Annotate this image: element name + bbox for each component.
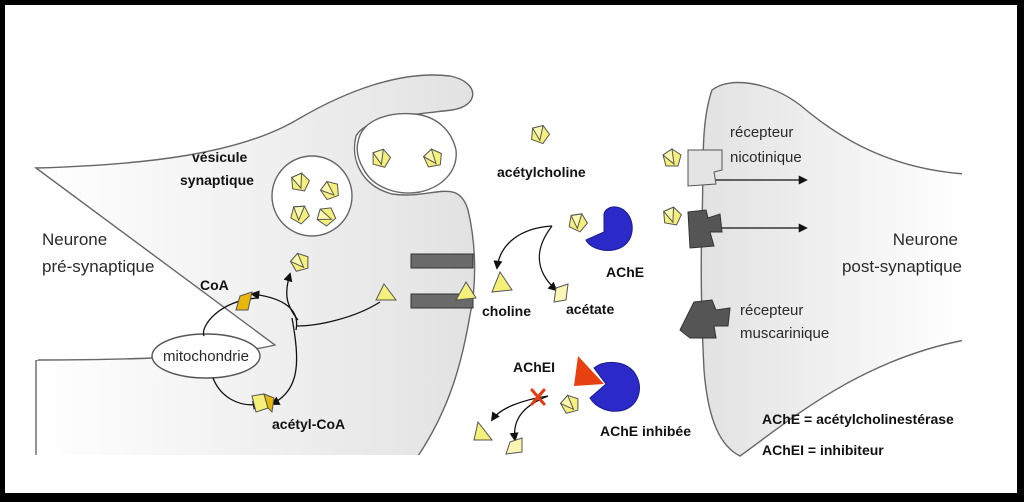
presynaptic-neuron bbox=[33, 74, 476, 457]
acetylcholine-molecule-icon bbox=[531, 124, 551, 145]
achei-label: AChEI bbox=[513, 359, 555, 375]
muscarinic-label: muscarinique bbox=[740, 325, 829, 342]
acetyl-coa-label: acétyl-CoA bbox=[272, 416, 345, 432]
choline-triangle-icon bbox=[375, 283, 397, 301]
enzyme-inhibited-icon bbox=[589, 362, 640, 412]
nicotinic-label: nicotinique bbox=[730, 149, 802, 166]
acetylcholine-molecules bbox=[289, 124, 682, 414]
mitochondria-label: mitochondrie bbox=[163, 348, 249, 365]
acetate-icon bbox=[553, 283, 569, 303]
choline-triangle-icon bbox=[455, 281, 477, 301]
acetylcholine-molecule-icon bbox=[662, 148, 682, 167]
synaptic-vesicle bbox=[271, 155, 353, 237]
acetylcholine-molecule-icon bbox=[289, 252, 309, 272]
nicotinic-label: récepteur bbox=[730, 124, 793, 141]
muscarinic-receptor-icon bbox=[687, 209, 723, 249]
acetylcholine-molecule-icon bbox=[372, 148, 392, 168]
vesicle-label: synaptique bbox=[180, 172, 254, 188]
ache-label: AChE bbox=[606, 264, 644, 280]
acetate-molecules bbox=[505, 283, 569, 455]
acetylcholine-molecule-icon bbox=[568, 213, 589, 233]
acetylcholine-molecule-icon bbox=[662, 206, 682, 226]
acetylcholine-molecule-icon bbox=[422, 148, 442, 168]
choline-triangle-icon bbox=[473, 420, 494, 441]
choline-transporter bbox=[410, 253, 474, 309]
ache-inhibited-label: AChE inhibée bbox=[600, 423, 691, 439]
muscarinic-label: récepteur bbox=[740, 302, 803, 319]
acetylcholine-molecule-icon bbox=[290, 172, 310, 192]
enzyme-icon bbox=[585, 206, 633, 251]
acetylcholine-molecule-icon bbox=[319, 180, 339, 201]
choline-label: choline bbox=[482, 303, 531, 319]
postsynaptic-label: Neurone bbox=[893, 230, 958, 249]
acetyl-coa-icon bbox=[251, 393, 275, 414]
cross-icon bbox=[530, 388, 546, 406]
acetylcholine-molecule-icon bbox=[290, 205, 310, 225]
muscarinic-receptor-icon bbox=[679, 299, 731, 339]
choline-triangle-icon bbox=[491, 270, 513, 293]
acetate-label: acétate bbox=[566, 301, 614, 317]
nicotinic-receptor-icon bbox=[687, 149, 723, 187]
postsynaptic-label: post-synaptique bbox=[842, 257, 962, 276]
presynaptic-label: pré-synaptique bbox=[42, 257, 154, 276]
acetylcholine-molecule-icon bbox=[559, 394, 579, 414]
coa-icon bbox=[235, 291, 253, 311]
reaction-arrows bbox=[202, 175, 808, 442]
acetylcholine-molecule-icon bbox=[316, 207, 337, 227]
mitochondria bbox=[151, 333, 261, 379]
acetate-icon bbox=[505, 437, 523, 455]
inhibitor-icon bbox=[574, 356, 604, 386]
fusing-vesicle bbox=[356, 112, 457, 194]
legend-ache: AChE = acétylcholinestérase bbox=[762, 411, 954, 427]
vesicle-label: vésicule bbox=[192, 149, 247, 165]
presynaptic-label: Neurone bbox=[42, 230, 107, 249]
choline-molecules bbox=[375, 270, 513, 441]
legend-achei: AChEI = inhibiteur bbox=[762, 442, 884, 458]
acetylcholine-label: acétylcholine bbox=[497, 164, 586, 180]
coa-label: CoA bbox=[200, 277, 229, 293]
